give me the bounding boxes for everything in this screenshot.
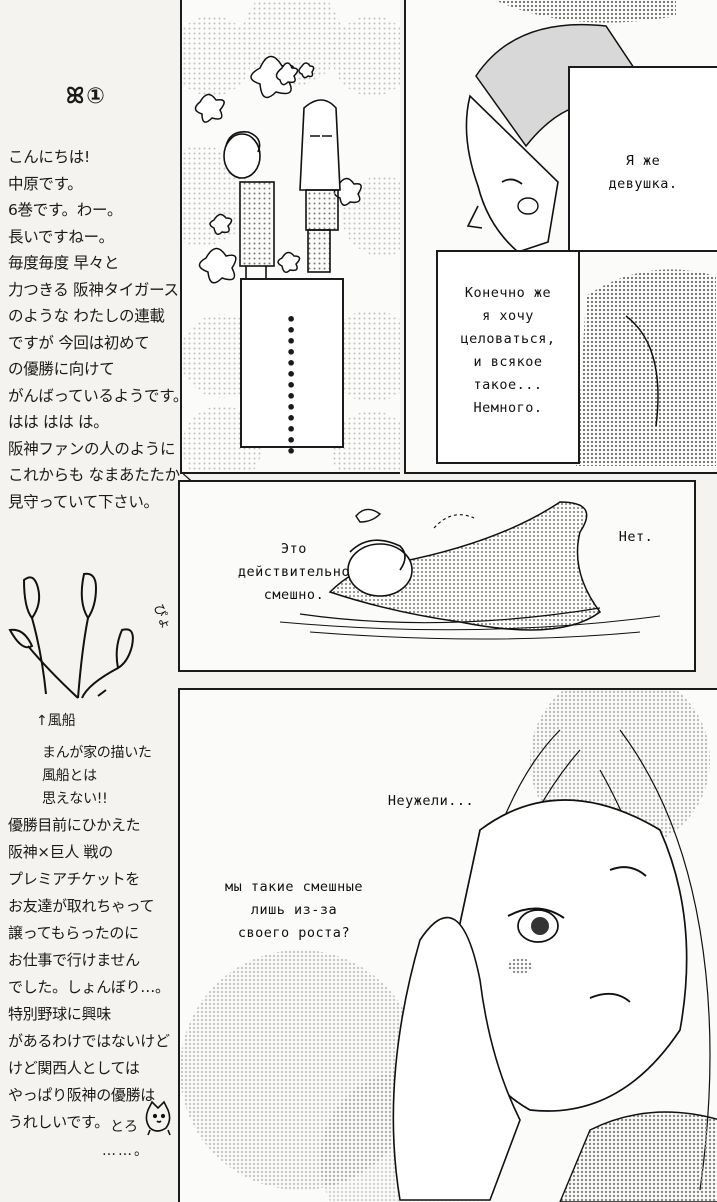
note-line: プレミアチケットを <box>8 870 141 888</box>
caption-box-2: Конечно же я хочу целоваться, и всякое такое… <box>436 250 580 464</box>
note-line: のような わたしの連載 <box>8 307 165 325</box>
balloon-doodle-icon: ぴょ <box>8 572 173 699</box>
note-line: 長いですねー。 <box>8 227 114 246</box>
speech-line: Неужели... <box>387 793 475 809</box>
speech-line: Конечно же <box>464 285 552 301</box>
note-line: があるわけではないけど <box>8 1032 170 1050</box>
note-line: 阪神ファンの人のように <box>8 439 176 458</box>
speech-line: своего роста? <box>237 925 351 941</box>
panel-4-art <box>180 690 717 1202</box>
signature: とろ <box>110 1119 138 1135</box>
cat-face-icon <box>145 1100 171 1136</box>
speech-line: смешно. <box>263 587 325 603</box>
panel-4: Неужели... мы такие смешные лишь из-за сво… <box>178 688 717 1202</box>
note-line: でした。しょんぼり…。 <box>8 978 170 996</box>
aside-line: 風船とは <box>42 768 97 784</box>
panel-3: Это действительно смешно. Нет. <box>178 480 696 672</box>
author-aside: まんが家の描いた風船とは思えない!! <box>42 742 214 811</box>
note-line: 力つきる 阪神タイガース <box>8 280 179 299</box>
panel-2-art <box>465 0 716 466</box>
note-line: 毎度毎度 早々と <box>8 254 120 272</box>
note-line: 譲ってもらったのに <box>8 924 139 942</box>
note-line: これからも なまあたたかく <box>8 466 196 484</box>
balloon-sfx: ぴょ <box>150 602 173 632</box>
speech-bubble-ya-zhe-devushka: Я же девушка. <box>584 150 702 196</box>
speech-line: я хочу <box>482 308 534 324</box>
speech-bubble-konechno: Конечно же я хочу целоваться, и всякое такое… <box>440 282 576 420</box>
note-line: 特別野球に興味 <box>8 1005 111 1023</box>
panel-2: Я же девушка. Конечно же я хочу целоваться,… <box>404 0 717 474</box>
speech-bubble-net: Нет. <box>604 526 668 549</box>
panel-3-art <box>279 501 661 640</box>
author-notes-sidebar: ꕤ① こんにちは! 中原です。 6巻です。わー。長いですねー。毎度毎度 早々と力つき… <box>6 70 196 1180</box>
panel-1: ••••••••••••• <box>180 0 400 474</box>
aside-line: まんが家の描いた <box>42 745 152 761</box>
note-line: はは はは は。 <box>8 413 109 431</box>
note-line: 阪神×巨人 戦の <box>8 843 113 861</box>
speech-line: лишь из-за <box>250 902 338 918</box>
vertical-ellipsis: ••••••••••••• <box>286 310 297 461</box>
author-note-2: 優勝目前にひかえた阪神×巨人 戦のプレミアチケットをお友達が取れちゃって譲っても… <box>8 812 180 1136</box>
note-line: お仕事で行けません <box>8 951 140 969</box>
speech-line: такое... <box>473 377 543 393</box>
aside-line: 思えない!! <box>42 791 108 807</box>
note-line: けど関西人としては <box>8 1059 140 1077</box>
author-note-1: こんにちは! 中原です。 6巻です。わー。長いですねー。毎度毎度 早々と力つきる 阪… <box>8 144 196 515</box>
note-line: がんばっているようです。 <box>8 386 189 405</box>
note-line: 優勝目前にひかえた <box>8 816 141 834</box>
signature-dots: ……。 <box>102 1143 150 1159</box>
note-line: やっぱり阪神の優勝は <box>8 1086 156 1104</box>
speech-bubble-eto-smeshno: Это действительно смешно. <box>232 538 356 607</box>
speech-line: Немного. <box>473 400 543 416</box>
note-line: うれしいです。 <box>8 1113 109 1131</box>
speech-bubble-neuzheli: Неужели... <box>376 790 486 813</box>
speech-line: действительно <box>237 564 351 580</box>
note-line: こんにちは! <box>8 148 90 166</box>
note-line: 中原です。 <box>8 174 83 193</box>
note-line: 見守っていて下さい。 <box>8 492 159 511</box>
balloon-label: ↑風船 <box>36 713 76 729</box>
speech-line: мы такие смешные <box>224 879 364 895</box>
speech-line: Нет. <box>618 529 654 545</box>
speech-bubble-smeshnye: мы такие смешные лишь из-за своего роста? <box>194 876 394 945</box>
note-line: ですが 今回は初めて <box>8 333 150 352</box>
speech-line: Я же <box>625 153 661 169</box>
note-line: お友達が取れちゃって <box>8 897 155 915</box>
caption-box-1: Я же девушка. <box>568 66 717 252</box>
speech-line: Это <box>281 541 307 557</box>
ellipsis-speech-box: ••••••••••••• <box>240 278 344 460</box>
note-line: の優勝に向けて <box>8 360 115 378</box>
speech-line: и всякое <box>473 354 543 370</box>
bunny-number-mark: ꕤ① <box>66 84 107 109</box>
speech-line: целоваться, <box>460 331 556 347</box>
note-line: 6巻です。わー。 <box>8 201 123 219</box>
speech-line: девушка. <box>608 176 678 192</box>
